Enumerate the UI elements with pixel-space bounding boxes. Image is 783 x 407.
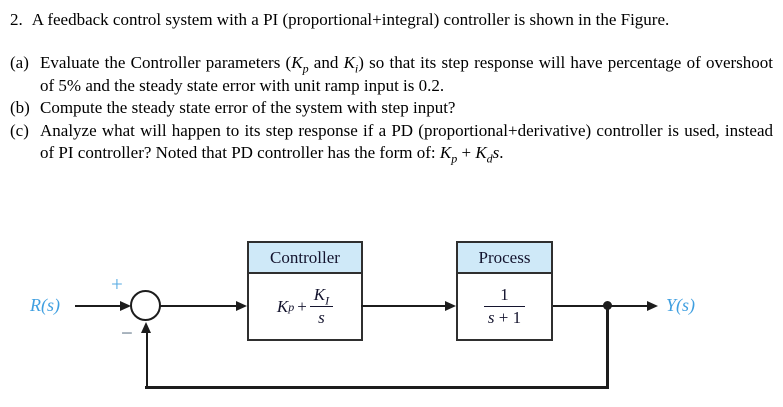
math-kp-sub-c: p [451, 151, 458, 166]
item-a-text-post: ) so that its step response will have pe… [40, 53, 774, 95]
feedback-bottom-line [145, 386, 609, 389]
problem-text-block: 2. A feedback control system with a PI (p… [0, 0, 783, 164]
process-den-s: s [487, 308, 495, 327]
output-arrowhead-icon [647, 300, 658, 311]
process-den-rest: + 1 [494, 308, 522, 327]
process-frac-denominator: s + 1 [483, 306, 526, 328]
math-ki-base: K [343, 53, 355, 73]
problem-item-b: (b) Compute the steady state error of the… [10, 97, 773, 119]
problem-item-list: (a)Evaluate the Controller parameters (K… [10, 52, 773, 164]
input-arrowhead-icon [120, 300, 131, 311]
item-c-text-end: . [499, 143, 504, 163]
problem-intro: 2. A feedback control system with a PI (p… [10, 9, 773, 31]
math-ki-sub: i [354, 61, 359, 76]
problem-number: 2. [10, 10, 23, 29]
process-to-output-line [553, 304, 647, 308]
problem-item-c: (c) Analyze what will happen to its step … [10, 120, 773, 165]
controller-arrowhead-icon [236, 300, 247, 311]
ctrl-frac-numerator: KI [310, 285, 333, 306]
ctrl-kp-base: K [276, 296, 289, 316]
item-a-text-pre: Evaluate the Controller parameters ( [40, 53, 292, 73]
plus-sign: + [111, 272, 123, 296]
math-s-var: s [492, 143, 500, 163]
controller-to-process-line [361, 304, 445, 308]
input-signal-label: R(s) [30, 295, 60, 315]
controller-block-title: Controller [249, 243, 361, 274]
feedback-left-vertical-line [145, 332, 149, 387]
output-signal-label: Y(s) [666, 295, 696, 315]
minus-sign: − [121, 321, 133, 345]
math-kd-sub: d [486, 151, 493, 166]
item-b-text: Compute the steady state error of the sy… [40, 98, 456, 118]
item-a-text-mid: and [308, 53, 344, 73]
ctrl-ki-sub: I [325, 293, 330, 308]
junction-to-controller-line [160, 304, 236, 308]
input-line [75, 304, 121, 308]
item-c-text-pre: Analyze what will happen to its step res… [40, 120, 773, 163]
math-kd-base: K [475, 143, 487, 163]
process-block-title: Process [458, 243, 551, 274]
math-kp-sub: p [302, 61, 309, 76]
takeoff-point [603, 301, 612, 310]
feedback-arrowhead-icon [141, 322, 151, 333]
process-arrowhead-icon [445, 300, 456, 311]
problem-item-a: (a)Evaluate the Controller parameters (K… [10, 52, 773, 97]
math-kp-base-c: K [439, 143, 452, 163]
item-c-text-mid: + [457, 143, 476, 163]
item-a-label: (a) [10, 53, 29, 73]
problem-intro-text: A feedback control system with a PI (pro… [31, 10, 670, 29]
item-b-label: (b) [10, 98, 30, 118]
ctrl-ki-base: K [313, 285, 326, 304]
math-kp-base: K [291, 53, 303, 73]
item-c-label: (c) [10, 120, 29, 140]
summing-junction [130, 290, 161, 321]
process-frac-numerator: 1 [500, 285, 509, 304]
ctrl-plus-op: + [297, 296, 307, 316]
feedback-right-vertical-line [606, 306, 609, 387]
ctrl-frac-denominator: s [309, 306, 334, 328]
